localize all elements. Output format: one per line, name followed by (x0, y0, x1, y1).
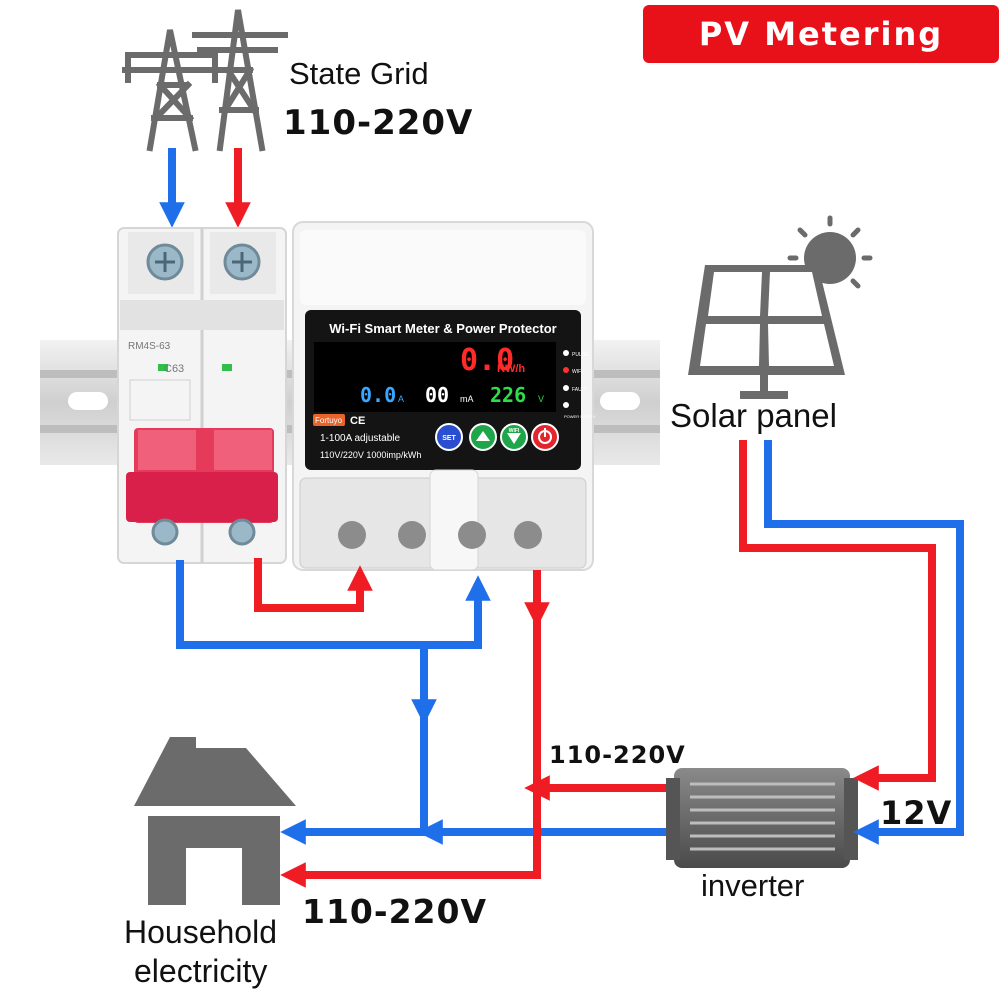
meter-brand: Fortuyo (315, 416, 343, 425)
inverter-label: inverter (701, 868, 805, 903)
dc-voltage-label: 12V (880, 794, 953, 832)
neutral-to-meter-wire (176, 560, 491, 649)
state-grid-label: State Grid (289, 56, 429, 91)
meter-current-value: 0.0 (360, 383, 396, 407)
household-label-line1: Household (124, 914, 277, 950)
live-to-meter-wire (254, 558, 373, 612)
indicator-label: POWER SUPPLY (564, 414, 596, 419)
transmission-tower-icon (122, 9, 288, 152)
meter-energy-value: 0.0 (460, 343, 514, 378)
meter-cert: CE (350, 415, 365, 427)
meter-leak-unit: mA (460, 394, 474, 404)
neutral-to-household-wire (280, 712, 428, 845)
breaker-rating-label: C63 (164, 363, 184, 375)
meter-range: 1-100A adjustable (320, 433, 401, 444)
smart-meter: Wi-Fi Smart Meter & Power Protector 0.0 … (292, 221, 596, 571)
meter-energy-unit: KW/h (497, 363, 525, 375)
meter-leak-value: 00 (425, 383, 449, 407)
inverter-ac-voltage-label: 110-220V (549, 741, 686, 769)
meter-voltage-value: 226 (490, 383, 526, 407)
circuit-breaker: RM4S-63 C63 (117, 227, 287, 564)
meter-current-unit: A (398, 394, 404, 404)
household-label-line2: electricity (134, 953, 268, 989)
set-button-label: SET (442, 435, 456, 442)
solar-panel-label: Solar panel (670, 397, 837, 434)
badge-title: PV Metering (698, 15, 944, 53)
meter-voltage-unit: V (538, 394, 544, 404)
meter-title: Wi-Fi Smart Meter & Power Protector (329, 321, 556, 336)
inverter-icon (666, 768, 858, 868)
grid-voltage-label: 110-220V (283, 103, 474, 143)
wifi-button-label: WIFI (509, 428, 520, 434)
live-to-household-wire (280, 615, 541, 888)
house-icon (134, 737, 296, 905)
indicator-label: WIFI (572, 369, 583, 375)
indicator-label: PULSE (572, 352, 589, 358)
household-voltage-label: 110-220V (302, 892, 488, 931)
solar-panel-icon (688, 215, 873, 399)
indicator-label: FAULT (572, 387, 587, 393)
pv-metering-badge: PV Metering (643, 5, 999, 63)
solar-negative-wire (764, 440, 964, 845)
breaker-model-label: RM4S-63 (128, 341, 171, 352)
meter-spec: 110V/220V 1000imp/kWh (320, 450, 421, 460)
solar-positive-wire (739, 440, 936, 791)
